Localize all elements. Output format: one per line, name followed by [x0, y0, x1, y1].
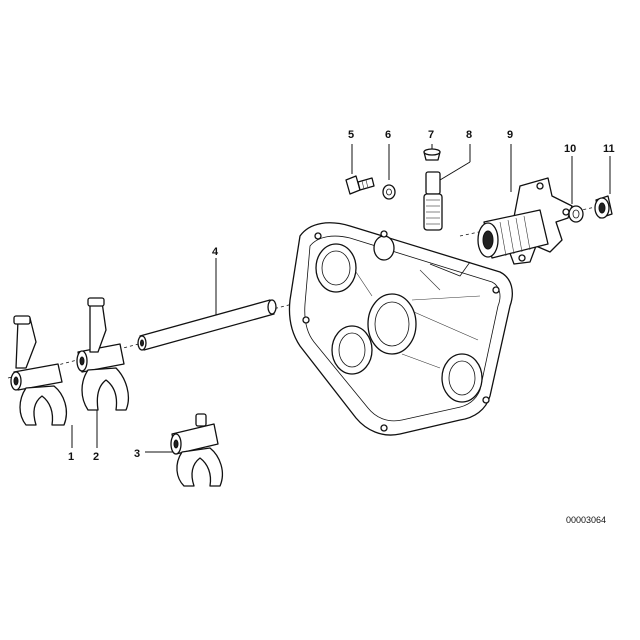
shift-fork-3 [170, 413, 224, 487]
washer-6 [382, 184, 396, 200]
part-label-9: 9 [507, 129, 513, 141]
drive-pinion-8 [423, 171, 443, 231]
ring-10 [568, 205, 584, 223]
part-label-11: 11 [603, 143, 615, 155]
part-label-6: 6 [385, 129, 391, 141]
part-label-1: 1 [68, 451, 74, 463]
shift-fork-2 [76, 297, 130, 411]
shift-fork-1 [10, 315, 68, 426]
part-label-10: 10 [564, 143, 576, 155]
shift-rod-4 [137, 299, 277, 351]
seal-11 [594, 195, 613, 219]
bolt-5 [345, 175, 375, 195]
part-label-3: 3 [134, 448, 140, 460]
part-label-2: 2 [93, 451, 99, 463]
drawing-number: 00003064 [566, 515, 606, 525]
transmission-housing-cover [288, 222, 513, 436]
part-label-8: 8 [466, 129, 472, 141]
part-label-4: 4 [212, 246, 219, 258]
part-label-7: 7 [428, 129, 434, 141]
cap-7 [423, 148, 441, 161]
part-labels: 1 2 3 4 5 6 7 8 9 10 11 [68, 129, 615, 463]
part-label-5: 5 [348, 129, 354, 141]
flange-bushing-9 [477, 177, 573, 265]
